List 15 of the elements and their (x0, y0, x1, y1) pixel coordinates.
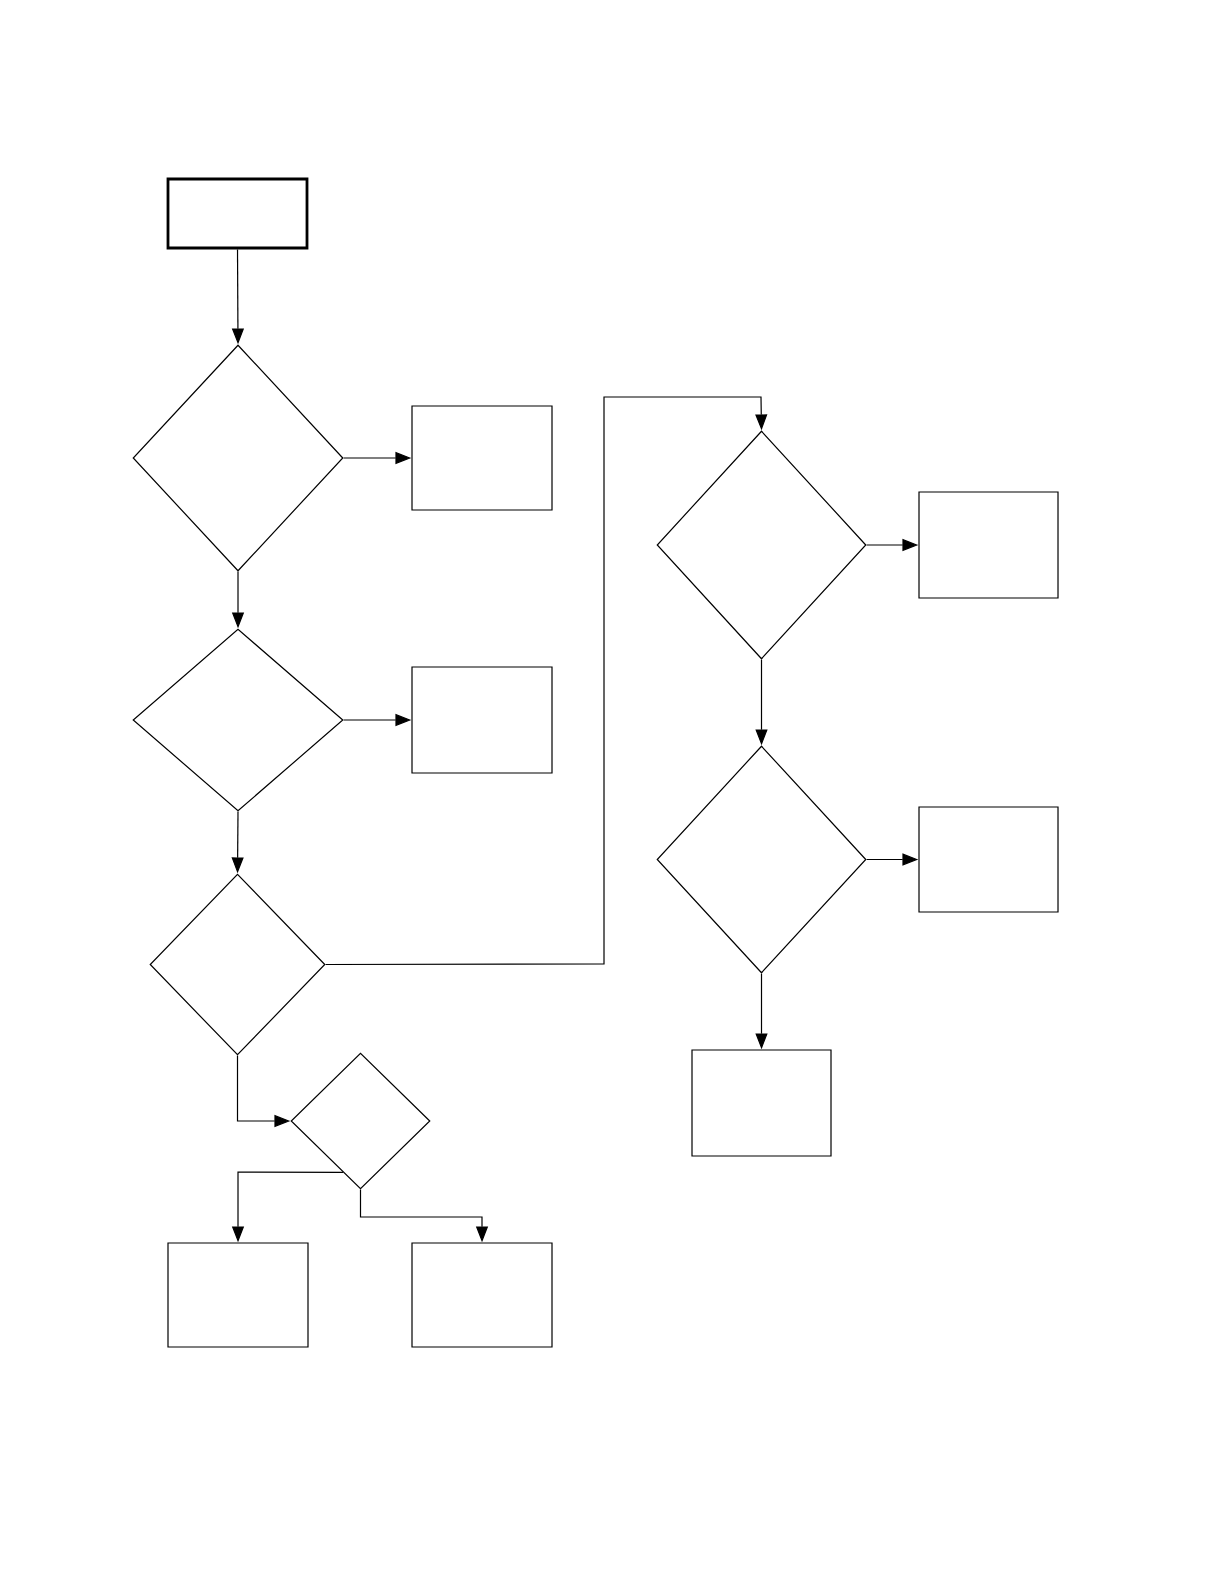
process-box (918, 491, 1059, 599)
decision-diamond (290, 1052, 431, 1190)
process-box (411, 1242, 553, 1348)
decision-diamond (149, 873, 326, 1056)
process-box (166, 177, 309, 250)
process-box (411, 666, 553, 774)
process-box (167, 1242, 309, 1348)
decision-diamond (656, 745, 867, 974)
process-box (918, 806, 1059, 913)
process-box (691, 1049, 832, 1157)
decision-diamond (132, 628, 344, 812)
process-box (411, 405, 553, 511)
arrow (325, 396, 768, 966)
decision-diamond (656, 430, 867, 660)
decision-diamond (132, 344, 344, 572)
